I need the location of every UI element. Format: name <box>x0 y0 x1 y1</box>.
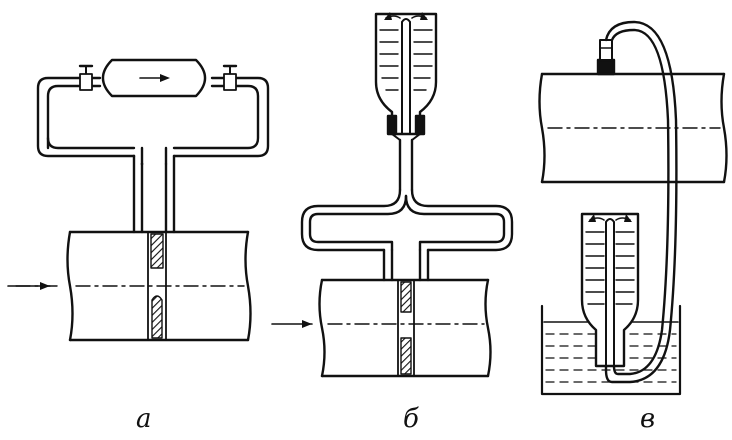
valve-left-a <box>78 64 94 91</box>
pipe-b <box>318 278 492 378</box>
flow-meter-a <box>101 58 207 98</box>
stem-tubes-b <box>382 248 430 282</box>
valve-right-a <box>222 64 238 91</box>
weld-seam-a <box>147 231 167 341</box>
flow-arrow-a <box>7 282 51 290</box>
loop-piping-a <box>36 76 270 166</box>
pipe-a <box>15 230 252 342</box>
weld-seam-b <box>397 279 415 377</box>
panel-label-a: а <box>136 404 152 434</box>
pipe-v <box>538 72 728 184</box>
loop-piping-b <box>300 138 514 252</box>
test-bottle-b <box>374 12 438 141</box>
panel-b <box>271 12 514 378</box>
panel-label-b: б <box>403 404 419 434</box>
panel-v <box>538 20 728 396</box>
stem-tubes-a <box>132 154 176 234</box>
panel-label-v: в <box>640 404 656 434</box>
flow-arrow-b <box>271 320 313 328</box>
fitting-v <box>596 39 616 76</box>
test-bottle-v <box>580 212 640 368</box>
panel-a <box>7 58 270 342</box>
hose-v <box>604 20 678 384</box>
